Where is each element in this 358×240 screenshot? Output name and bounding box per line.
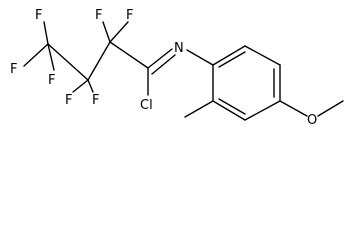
atom-label-f-middle-bottom-left: F: [65, 93, 72, 108]
atom-label-f-middle-bottom-right: F: [92, 93, 99, 108]
ring-bond-1: [212, 45, 246, 66]
bond-lines: [23, 21, 344, 121]
bond-c3-c4: [109, 41, 149, 69]
ring-bond-2: [244, 45, 281, 66]
bond-ring-o: [279, 100, 308, 117]
atom-label-chloro: Cl: [140, 98, 153, 113]
ring-bond-5-inner: [218, 98, 246, 115]
bond-c3-f-left: [102, 21, 111, 43]
ring-bond-5: [212, 100, 246, 121]
bond-c2-f-right: [87, 79, 94, 93]
bond-c1-f-top: [43, 21, 49, 45]
bond-n-ring: [186, 49, 214, 66]
bond-o-methyl: [317, 100, 344, 117]
ring-bond-4: [244, 100, 281, 121]
bond-methyl: [184, 100, 214, 118]
chemical-structure-diagram: F F F F F F F N Cl O: [10, 8, 344, 128]
atom-label-f-terminal-bottom: F: [48, 73, 55, 88]
atom-label-imine-n: N: [174, 41, 184, 56]
atom-label-f-terminal-left: F: [10, 62, 17, 77]
bond-c4-n-double-a: [147, 48, 173, 69]
atom-label-f-terminal-top: F: [35, 8, 42, 23]
bond-c1-f-bottom: [47, 43, 55, 71]
ring-bond-1-inner: [218, 51, 246, 68]
bond-c1-f-left: [23, 43, 49, 67]
atom-label-methoxy-o: O: [307, 113, 317, 128]
bond-c4-n-double-b: [151, 54, 176, 75]
bond-c1-c2: [47, 43, 89, 81]
bond-c2-f-left: [72, 79, 89, 93]
atom-label-f-middle-top-left: F: [95, 8, 102, 23]
atom-label-f-middle-top-right: F: [126, 8, 133, 23]
bond-c2-c3: [87, 41, 111, 81]
atom-labels: F F F F F F F N Cl O: [10, 8, 317, 128]
bond-c3-f-right: [109, 21, 129, 43]
